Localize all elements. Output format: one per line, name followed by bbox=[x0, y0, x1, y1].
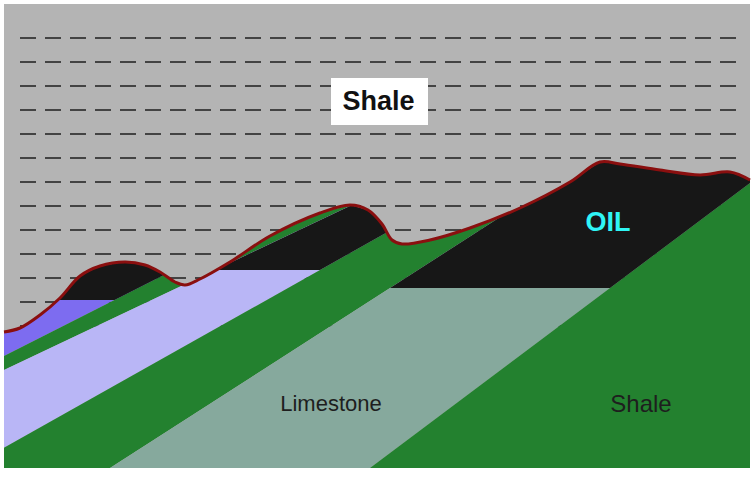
oil-trap bbox=[4, 4, 750, 300]
label-box: Shale bbox=[331, 78, 428, 125]
shale-dash bbox=[20, 37, 740, 39]
oil-label: OIL bbox=[586, 207, 631, 238]
layer-name: Shale bbox=[610, 390, 671, 418]
unconformity-line bbox=[4, 161, 750, 332]
shale-dash bbox=[20, 61, 740, 63]
layer-name: Shale bbox=[343, 86, 416, 117]
strata bbox=[4, 4, 750, 468]
oil-trap bbox=[4, 4, 750, 288]
shale-dash bbox=[20, 157, 740, 159]
layer-name: Limestone bbox=[280, 391, 382, 417]
shale-dash bbox=[20, 133, 740, 135]
